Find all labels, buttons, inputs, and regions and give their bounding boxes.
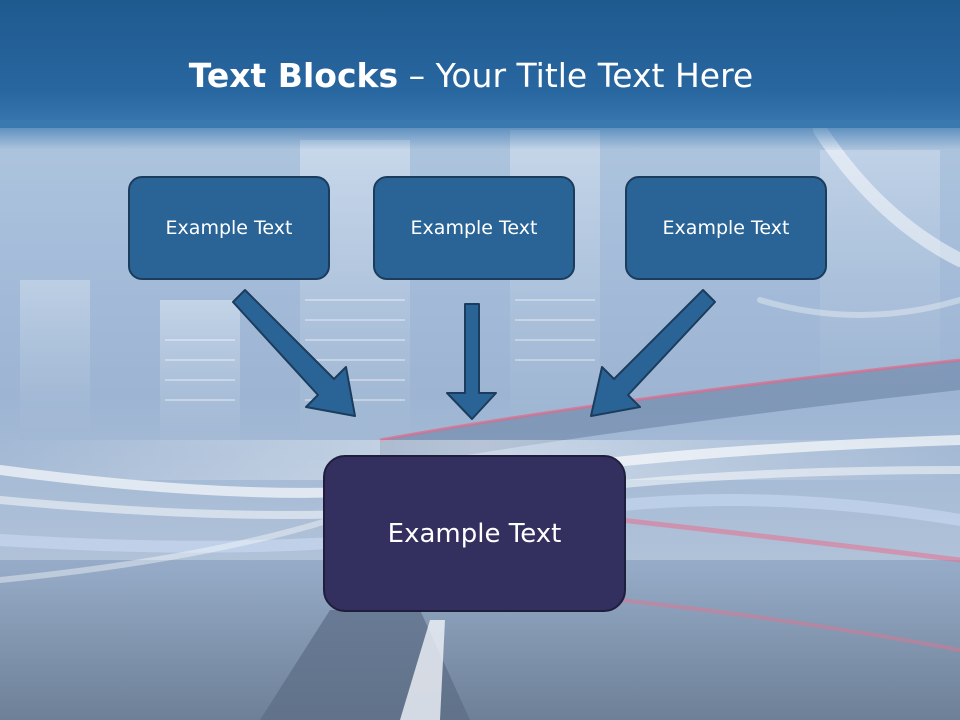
- text-block-3-label: Example Text: [662, 217, 790, 239]
- text-block-2-label: Example Text: [410, 217, 538, 239]
- slide-title-bold: Text Blocks: [188, 56, 399, 95]
- slide-title-rest: Your Title Text Here: [435, 56, 754, 95]
- title-band: [0, 0, 960, 128]
- text-block-2: Example Text: [373, 176, 575, 280]
- title-band-fade: [0, 120, 960, 150]
- text-block-1: Example Text: [128, 176, 330, 280]
- slide-title-dash: –: [398, 56, 436, 95]
- slide-title: Text Blocks – Your Title Text Here: [0, 52, 942, 100]
- text-block-3: Example Text: [625, 176, 827, 280]
- text-block-1-label: Example Text: [165, 217, 293, 239]
- target-text-block-label: Example Text: [387, 518, 562, 549]
- target-text-block: Example Text: [323, 455, 626, 612]
